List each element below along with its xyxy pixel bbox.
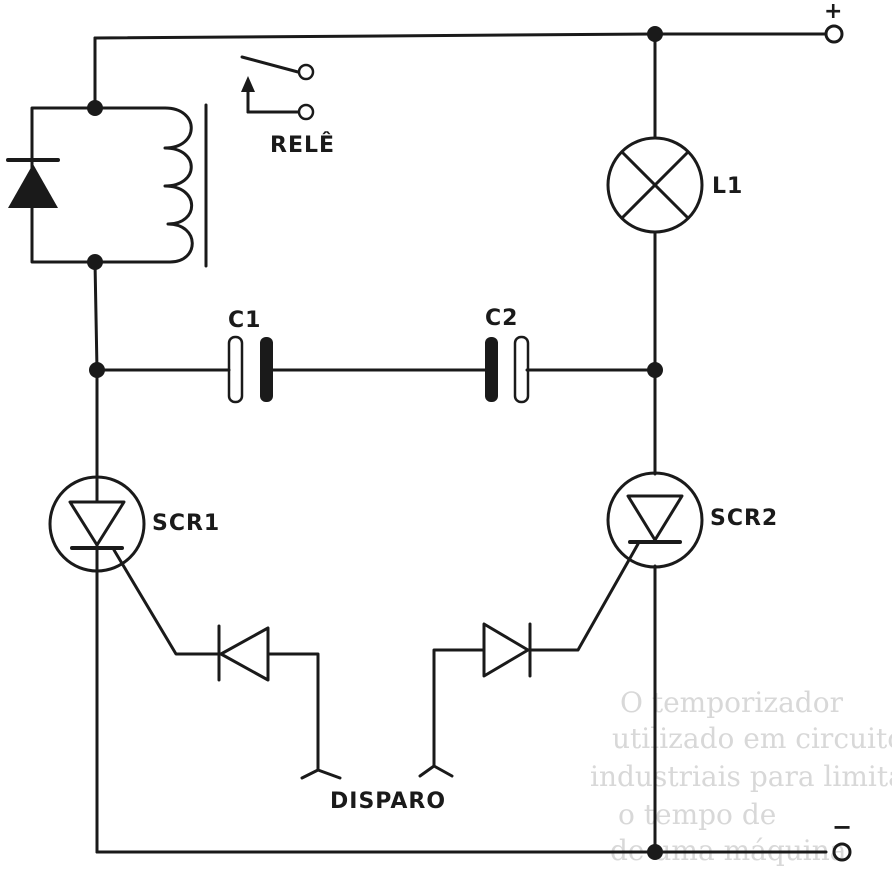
- scr2-circle: [606, 471, 704, 569]
- c1-plate-right: [260, 337, 273, 402]
- junction-nodes: [87, 26, 663, 860]
- scr1-triangle-icon: [68, 500, 126, 547]
- trigger-antenna-left: [300, 768, 342, 780]
- relay-contact-bottom: [297, 103, 315, 121]
- label-rele: RELÊ: [270, 132, 335, 158]
- c1-plate-left: [227, 335, 244, 404]
- scr1-gate-lead: [112, 548, 221, 656]
- scr2-triangle-icon: [626, 494, 684, 542]
- capacitor-c2: C2: [485, 306, 530, 404]
- label-c2: C2: [485, 306, 518, 331]
- junction-coil-bottom: [87, 254, 103, 270]
- relay-contacts: RELÊ: [240, 55, 335, 158]
- label-minus: −: [832, 813, 853, 841]
- terminals: + −: [824, 0, 853, 862]
- trigger-diode-2: [418, 622, 532, 778]
- lamp-cross-b: [620, 150, 690, 220]
- bleed-line-3: industriais para limitar: [590, 760, 892, 793]
- td2-left-lead: [432, 648, 486, 768]
- bleed-line-1: O temporizador: [620, 686, 844, 719]
- td1-right-lead: [266, 652, 320, 772]
- junction-bottom-right: [647, 844, 663, 860]
- terminal-negative: [832, 842, 852, 862]
- label-l1: L1: [712, 174, 743, 199]
- relay-coil: [163, 106, 194, 264]
- relay-contact-top: [297, 63, 315, 81]
- terminal-positive: [824, 24, 844, 44]
- label-scr2: SCR2: [710, 506, 778, 531]
- td1-triangle-icon: [219, 626, 270, 682]
- bleed-line-4: o tempo de: [618, 798, 776, 831]
- lamp-circle: [606, 136, 704, 234]
- td2-triangle-icon: [482, 622, 530, 678]
- junction-top-right: [647, 26, 663, 42]
- scr2: SCR2: [528, 471, 778, 652]
- c2-plate-right: [513, 335, 530, 404]
- label-c1: C1: [228, 308, 261, 333]
- label-plus: +: [824, 0, 843, 24]
- relay-switch-blade: [240, 55, 300, 74]
- capacitor-c1: C1: [227, 308, 273, 404]
- junction-right-cap: [647, 362, 663, 378]
- label-scr1: SCR1: [152, 511, 220, 536]
- scr1: SCR1: [48, 475, 221, 656]
- bleed-line-2: utilizado em circuitos: [612, 722, 892, 755]
- trigger-diode-1: [217, 624, 342, 780]
- scr2-gate-lead: [528, 542, 640, 652]
- flyback-diode-icon: [8, 164, 58, 208]
- c2-plate-left: [485, 337, 498, 402]
- relay-coil-group: [6, 103, 208, 268]
- label-disparo: DISPARO: [330, 789, 446, 814]
- trigger-antenna-right: [418, 764, 454, 778]
- junction-left-cap: [89, 362, 105, 378]
- relay-arrow-head-icon: [241, 76, 255, 92]
- wire-top-rail: [93, 32, 828, 40]
- junction-coil-top: [87, 100, 103, 116]
- lamp-l1: L1: [606, 136, 743, 234]
